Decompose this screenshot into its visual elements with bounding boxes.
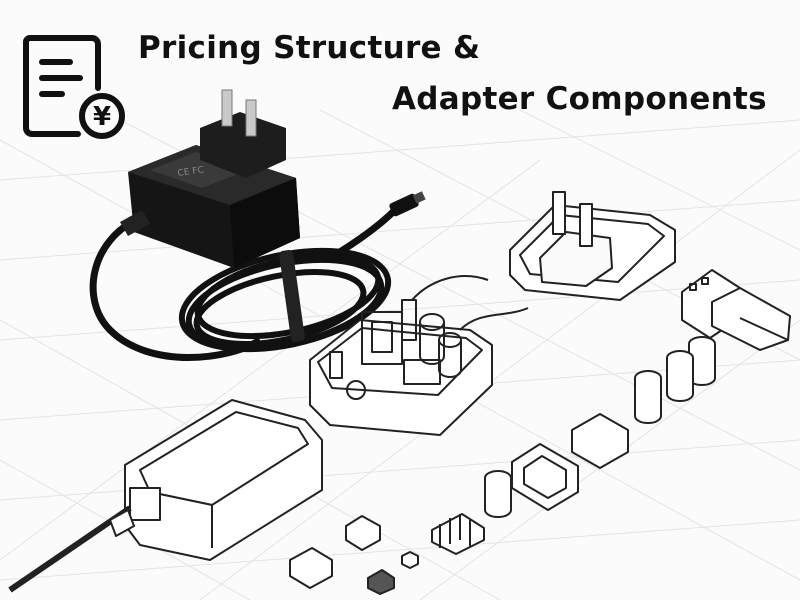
plug-housing-part: [509, 191, 676, 301]
title-line-1: Pricing Structure &: [138, 30, 481, 66]
connector-parts: [511, 413, 629, 511]
title-line-2: Adapter Components: [392, 81, 767, 117]
usb-plug-part: [681, 269, 791, 351]
svg-text:CE FC: CE FC: [177, 165, 204, 179]
circuit-board-part: [309, 275, 529, 436]
exploded-components: [8, 191, 791, 595]
capacitor-parts: [484, 336, 716, 518]
pricing-document-icon: ¥: [23, 35, 125, 139]
currency-symbol: ¥: [93, 102, 111, 132]
bottom-casing-part: [8, 399, 323, 593]
small-chip-parts: [289, 513, 485, 595]
power-adapter-photo: CE FC: [89, 89, 426, 361]
